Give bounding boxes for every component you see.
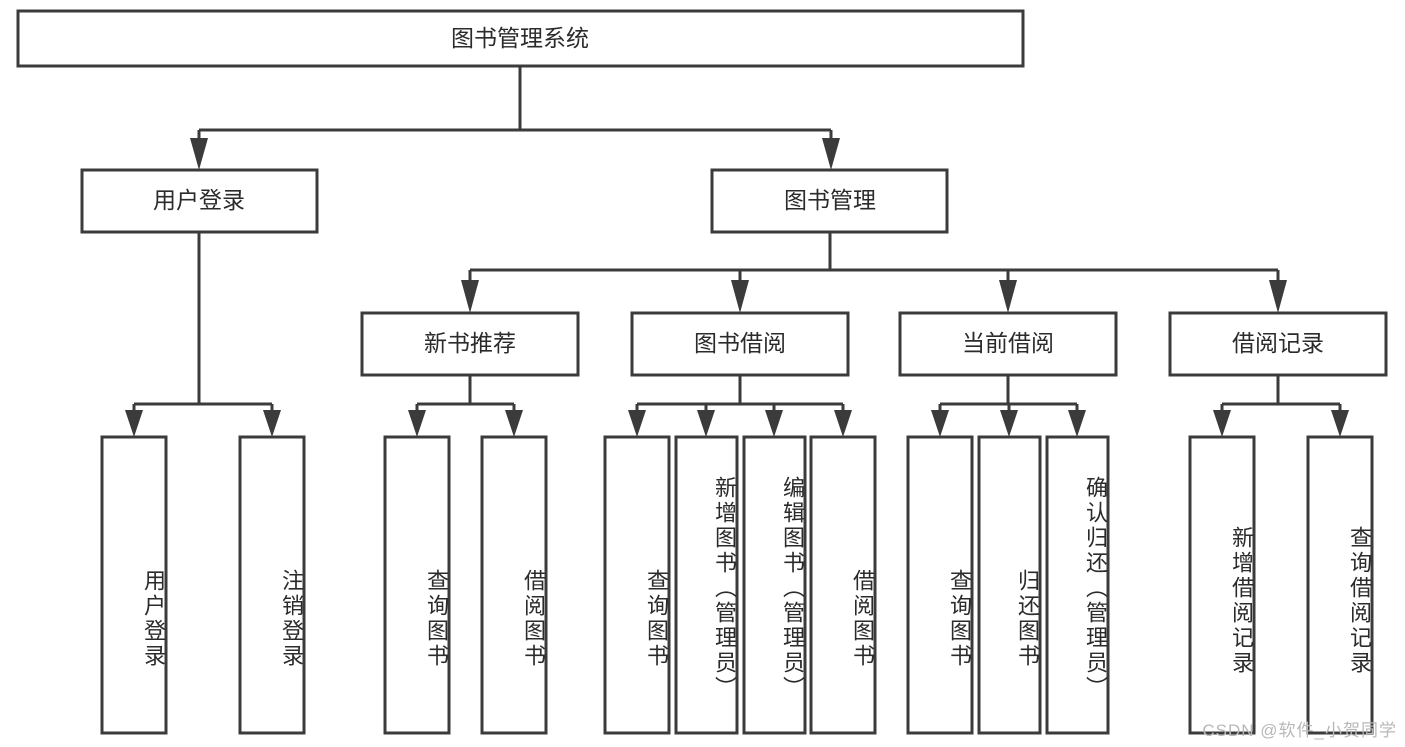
node-borrow-record[interactable]: 借阅记录 bbox=[1168, 311, 1388, 377]
arrow-to-leaf-current-1 bbox=[1000, 410, 1018, 437]
connector-borrow-record-to-leaves bbox=[1213, 375, 1349, 437]
leaf-box-current-2[interactable] bbox=[1045, 435, 1110, 735]
node-root-label: 图书管理系统 bbox=[451, 25, 589, 51]
leaf-box-current-1[interactable] bbox=[977, 435, 1042, 735]
arrow-to-borrow-record bbox=[1269, 280, 1287, 313]
arrow-to-leaf-borrow-3 bbox=[834, 410, 852, 437]
connector-new-book-recommend-to-leaves bbox=[408, 375, 523, 437]
leaf-box-borrow-3[interactable] bbox=[809, 435, 877, 735]
node-current-borrow[interactable]: 当前借阅 bbox=[898, 311, 1118, 377]
node-root[interactable]: 图书管理系统 bbox=[16, 9, 1025, 68]
node-root-box bbox=[16, 9, 1025, 68]
node-current-borrow-label: 当前借阅 bbox=[962, 330, 1054, 356]
watermark: CSDN @软件_小贺同学 bbox=[1202, 721, 1397, 740]
arrow-to-book-manage bbox=[822, 138, 840, 170]
connector-book-borrow-to-leaves bbox=[628, 375, 852, 437]
arrow-to-user-login bbox=[190, 138, 208, 170]
connector-root-to-level2 bbox=[190, 66, 840, 170]
node-user-login[interactable]: 用户登录 bbox=[80, 168, 319, 234]
leaf-box-borrow-2[interactable] bbox=[742, 435, 807, 735]
leaf-box-user-login-1[interactable] bbox=[238, 435, 306, 735]
arrow-to-leaf-borrow-2 bbox=[765, 410, 783, 437]
node-book-borrow-box bbox=[630, 311, 850, 377]
arrow-to-leaf-borrow-1 bbox=[697, 410, 715, 437]
leaf-box-record-0[interactable] bbox=[1188, 435, 1256, 735]
connector-user-login-to-leaves bbox=[125, 232, 281, 437]
arrow-to-leaf-current-0 bbox=[931, 410, 949, 437]
node-new-book-recommend[interactable]: 新书推荐 bbox=[360, 311, 580, 377]
arrow-to-leaf-newbook-0 bbox=[408, 410, 426, 437]
leaf-box-borrow-0[interactable] bbox=[603, 435, 671, 735]
node-new-book-recommend-label: 新书推荐 bbox=[424, 330, 516, 356]
leaf-box-borrow-1[interactable] bbox=[674, 435, 739, 735]
arrow-to-leaf-current-2 bbox=[1068, 410, 1086, 437]
arrow-to-leaf-borrow-0 bbox=[628, 410, 646, 437]
node-new-book-recommend-box bbox=[360, 311, 580, 377]
node-user-login-label: 用户登录 bbox=[153, 187, 245, 213]
leaf-box-current-0[interactable] bbox=[906, 435, 974, 735]
arrow-to-leaf-newbook-1 bbox=[505, 410, 523, 437]
leaf-box-newbook-0[interactable] bbox=[383, 435, 451, 735]
node-book-borrow-label: 图书借阅 bbox=[694, 330, 786, 356]
node-book-manage-box bbox=[710, 168, 949, 234]
node-current-borrow-box bbox=[898, 311, 1118, 377]
node-book-manage-label: 图书管理 bbox=[784, 187, 876, 213]
arrow-to-leaf-user-login-1 bbox=[263, 410, 281, 437]
arrow-to-book-borrow bbox=[731, 280, 749, 313]
node-book-manage[interactable]: 图书管理 bbox=[710, 168, 949, 234]
leaf-box-newbook-1[interactable] bbox=[480, 435, 548, 735]
leaf-box-record-1[interactable] bbox=[1306, 435, 1374, 735]
node-borrow-record-box bbox=[1168, 311, 1388, 377]
node-borrow-record-label: 借阅记录 bbox=[1232, 330, 1324, 356]
connector-current-borrow-to-leaves bbox=[931, 375, 1086, 437]
arrow-to-leaf-user-login-0 bbox=[125, 410, 143, 437]
connector-book-manage-to-level3 bbox=[461, 232, 1287, 313]
arrow-to-new-book-recommend bbox=[461, 280, 479, 313]
arrow-to-current-borrow bbox=[999, 280, 1017, 313]
arrow-to-leaf-record-0 bbox=[1213, 410, 1231, 437]
leaf-box-user-login-0[interactable] bbox=[100, 435, 168, 735]
arrow-to-leaf-record-1 bbox=[1331, 410, 1349, 437]
node-book-borrow[interactable]: 图书借阅 bbox=[630, 311, 850, 377]
